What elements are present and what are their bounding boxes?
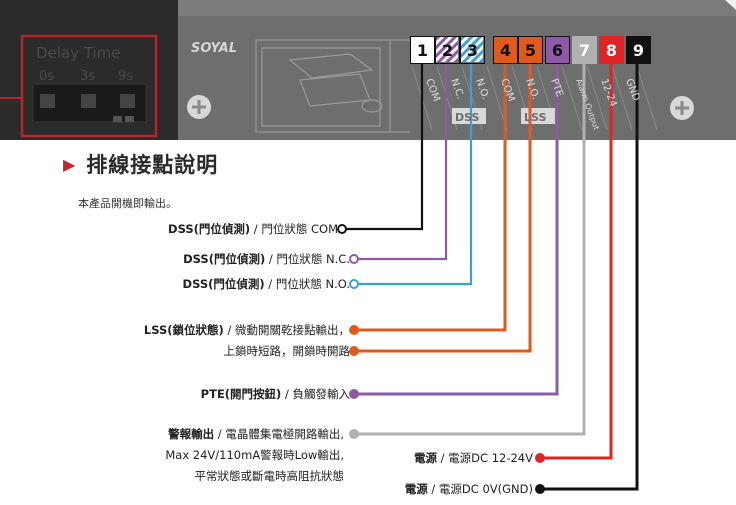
label-dss-no: DSS(門位偵測) / 門位狀態 N.O. (182, 277, 350, 291)
label-lss-line2: 上鎖時短路，開鎖時開路 (223, 344, 351, 358)
wire-2 (356, 64, 448, 261)
label-lss: LSS(鎖位狀態) / 微動開關乾接點輸出， (143, 323, 350, 337)
pin-2: 2 (435, 36, 460, 64)
delay-option-1: 3s (80, 69, 95, 84)
subtitle: 本產品開機即輸出。 (78, 197, 177, 210)
pin-8: 8 (599, 36, 624, 64)
delay-title: Delay Time (36, 44, 121, 62)
dip-switch-2[interactable] (81, 94, 96, 108)
wire-8 (540, 64, 613, 460)
hatch-fill-purple (436, 37, 458, 62)
connector-outline (255, 39, 410, 133)
wire-3 (356, 64, 473, 286)
wire-4 (356, 64, 507, 332)
label-dss-com: DSS(門位偵測) / 門位狀態 COM (168, 222, 338, 236)
terminal-alarm (349, 429, 359, 439)
wire-5 (356, 64, 532, 353)
terminal-power-pos (535, 453, 545, 463)
label-pte: PTE(開門按鈕) / 負觸發輸入 (200, 387, 350, 401)
dss-tag: DSS (455, 111, 480, 124)
pin-4: 4 (493, 36, 518, 64)
label-power-gnd: 電源 / 電源DC 0V(GND) (404, 482, 533, 496)
triangle-icon: ▶ (63, 154, 77, 174)
screw-icon (187, 95, 211, 119)
label-power-pos: 電源 / 電源DC 12-24V (413, 451, 533, 465)
label-alarm-line3: 平常狀態或斷電時高阻抗狀態 (194, 469, 345, 483)
pin-1: 1 (410, 36, 435, 64)
wire-9 (540, 64, 639, 491)
terminal-dss-nc (349, 254, 359, 264)
dip-switch-3[interactable] (120, 94, 135, 108)
wire-7 (356, 64, 586, 436)
title-text: 排線接點說明 (86, 153, 219, 177)
pin-9: 9 (626, 36, 651, 64)
screw-icon (670, 96, 694, 120)
wire-6 (356, 64, 559, 396)
dip-switch-1[interactable] (40, 94, 55, 108)
wire-1 (344, 64, 424, 231)
pin-7: 7 (572, 36, 597, 64)
terminal-lss-no (349, 346, 359, 356)
delay-time-box (20, 34, 158, 138)
label-alarm-line2: Max 24V/110mA警報時Low輸出, (165, 448, 344, 462)
terminal-pte (349, 389, 359, 399)
pin-6: 6 (545, 36, 570, 64)
terminal-dss-com (337, 224, 347, 234)
pin-5: 5 (518, 36, 543, 64)
hatch-fill-blue (461, 37, 483, 62)
brand-logo: SOYAL (191, 41, 237, 56)
label-dss-nc: DSS(門位偵測) / 門位狀態 N.C. (183, 252, 350, 266)
terminal-lss-com (349, 325, 359, 335)
delay-option-2: 9s (118, 69, 133, 84)
label-alarm: 警報輸出 / 電晶體集電極開路輸出, (168, 427, 344, 441)
lss-tag: LSS (524, 111, 546, 124)
delay-option-0: 0s (39, 69, 54, 84)
section-title: ▶ 排線接點說明 (63, 149, 218, 179)
pin-3: 3 (460, 36, 485, 64)
terminal-power-gnd (535, 484, 545, 494)
terminal-dss-no (349, 279, 359, 289)
